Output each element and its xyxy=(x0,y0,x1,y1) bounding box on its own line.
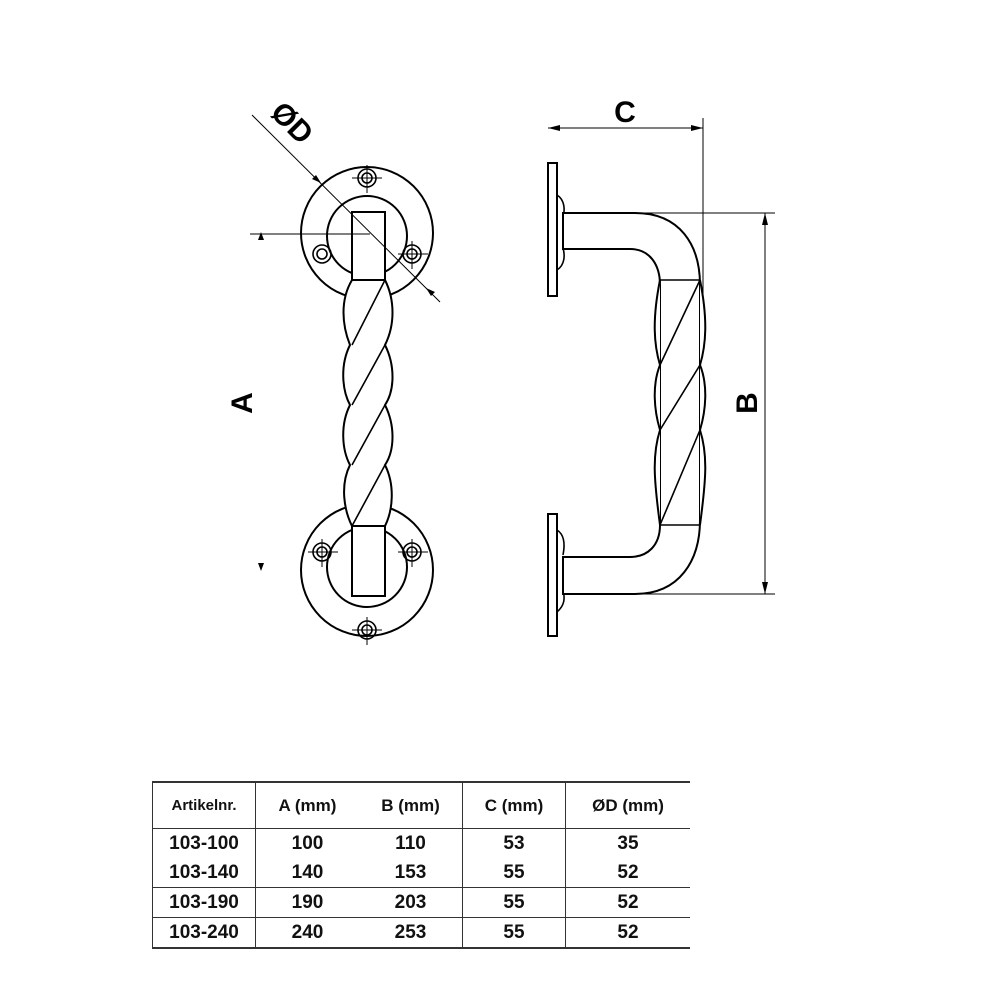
bottom-plate xyxy=(547,513,558,637)
twisted-grip xyxy=(342,279,394,527)
cell-b: 203 xyxy=(359,887,463,918)
twist-lines xyxy=(351,279,386,527)
cell-article: 103-240 xyxy=(152,917,256,949)
table-row: 103-240 240 253 55 52 xyxy=(152,917,690,949)
label-d: ØD xyxy=(264,96,319,151)
cell-d: 52 xyxy=(565,858,690,888)
cell-a: 240 xyxy=(255,917,359,949)
b-dimension-line xyxy=(640,212,775,595)
cell-b: 153 xyxy=(359,858,463,888)
table-row: 103-100 100 110 53 35 xyxy=(152,828,691,858)
screw-holes xyxy=(308,165,428,645)
cell-a: 100 xyxy=(291,832,324,854)
front-view xyxy=(250,114,441,645)
header-a: A (mm) xyxy=(255,781,359,829)
table-row: 103-140 140 153 55 52 xyxy=(152,858,690,888)
top-shank xyxy=(351,211,386,281)
cell-b: 110 xyxy=(359,828,463,858)
c-dimension-line xyxy=(548,118,704,300)
label-a: A xyxy=(226,392,259,414)
label-b: B xyxy=(731,392,764,414)
d-dimension-line xyxy=(251,114,441,303)
header-article: Artikelnr. xyxy=(152,781,256,829)
header-d: ØD (mm) xyxy=(565,781,690,829)
header-c: C (mm) xyxy=(462,781,566,829)
table-header-row: Artikelnr. A (mm) B (mm) C (mm) ØD (mm) xyxy=(152,781,690,829)
cell-c: 53 xyxy=(462,828,566,858)
cell-b: 253 xyxy=(359,917,463,949)
header-b: B (mm) xyxy=(359,781,463,829)
cell-c: 55 xyxy=(462,858,566,888)
cell-d: 35 xyxy=(617,832,639,854)
label-c: C xyxy=(614,96,636,129)
side-handle xyxy=(562,212,701,595)
cell-a: 190 xyxy=(255,887,359,918)
side-view xyxy=(547,118,775,637)
cell-c: 55 xyxy=(462,917,566,949)
cell-d: 52 xyxy=(565,917,690,949)
cell-d: 52 xyxy=(565,887,690,918)
cell-a: 140 xyxy=(255,858,359,888)
technical-drawing: C B A ØD xyxy=(226,96,775,645)
bottom-shank xyxy=(351,525,386,597)
dimensions-table: Artikelnr. A (mm) B (mm) C (mm) ØD (mm) … xyxy=(152,781,690,949)
cell-c: 55 xyxy=(462,887,566,918)
table-row: 103-190 190 203 55 52 xyxy=(152,887,690,918)
cell-article: 103-100 xyxy=(152,828,256,858)
cell-article: 103-190 xyxy=(152,887,256,918)
top-plate xyxy=(547,162,558,297)
cell-article: 103-140 xyxy=(152,858,256,888)
